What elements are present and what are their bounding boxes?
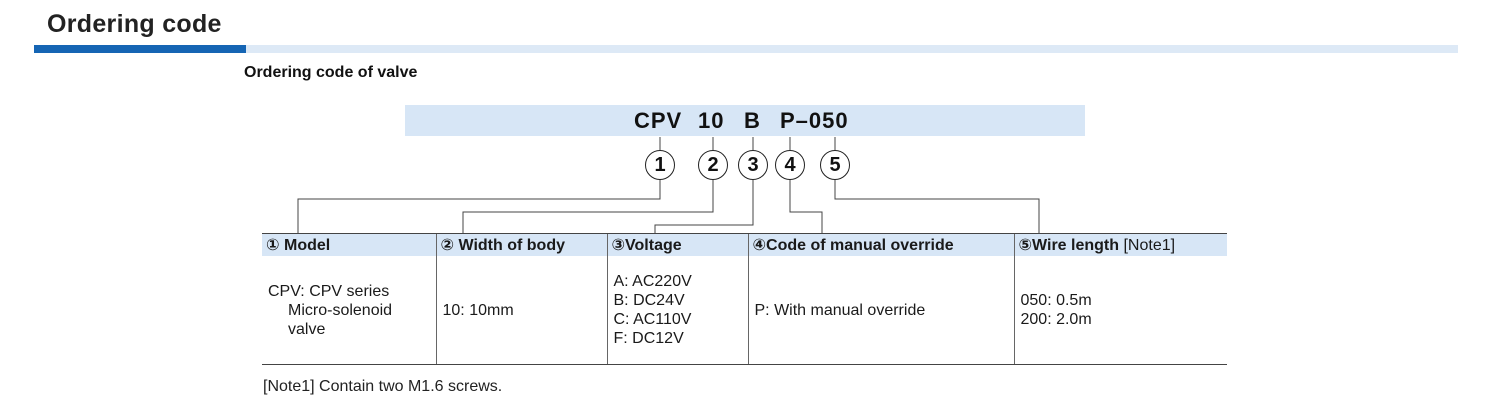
model-line: valve [288,320,326,338]
voltage-item: C: AC110V [613,311,692,328]
model-line: CPV: CPV series [268,282,390,300]
title-underline-rule [246,45,1458,53]
wire-item: 050: 0.5m [1020,292,1092,309]
voltage-item: B: DC24V [613,292,685,309]
marker-circle-4: 4 [775,150,805,180]
footnote: [Note1] Contain two M1.6 screws. [263,378,503,395]
voltage-item: A: AC220V [613,273,692,290]
table-row: CPV: CPV series Micro-solenoid valve 10:… [262,256,1227,365]
cell-model: CPV: CPV series Micro-solenoid valve [262,256,436,365]
marker-circle-3: 3 [738,150,768,180]
marker-circle-1: 1 [645,150,675,180]
header-wire-note: [Note1] [1123,237,1176,254]
marker-circle-5: 5 [820,150,850,180]
code-part-series: CPV [634,108,683,133]
model-line: Micro-solenoid [288,301,393,319]
subtitle: Ordering code of valve [244,64,418,81]
title-underline-accent [34,45,246,53]
header-width: ② Width of body [435,233,607,256]
header-override: ④Code of manual override [747,233,1014,256]
table-header-row: ① Model ② Width of body ③Voltage ④Code o… [262,233,1227,256]
header-wire-label: ⑤Wire length [1018,237,1120,254]
header-voltage: ③Voltage [606,233,748,256]
header-wire: ⑤Wire length [Note1] [1013,233,1227,256]
cell-override: P: With manual override [747,256,1014,365]
ordering-spec-table: ① Model ② Width of body ③Voltage ④Code o… [262,233,1227,365]
code-part-voltage: B [744,108,761,133]
cell-voltage: A: AC220V B: DC24V C: AC110V F: DC12V [606,256,748,365]
code-part-override-wire: P–050 [780,108,849,133]
ordering-code-band [405,105,1085,136]
code-part-width: 10 [698,108,725,133]
marker-circle-2: 2 [698,150,728,180]
cell-width: 10: 10mm [435,256,607,365]
voltage-item: F: DC12V [613,330,684,347]
header-model: ① Model [262,233,436,256]
cell-wire: 050: 0.5m 200: 2.0m [1013,256,1227,365]
section-title: Ordering code [47,10,222,38]
wire-item: 200: 2.0m [1020,311,1092,328]
